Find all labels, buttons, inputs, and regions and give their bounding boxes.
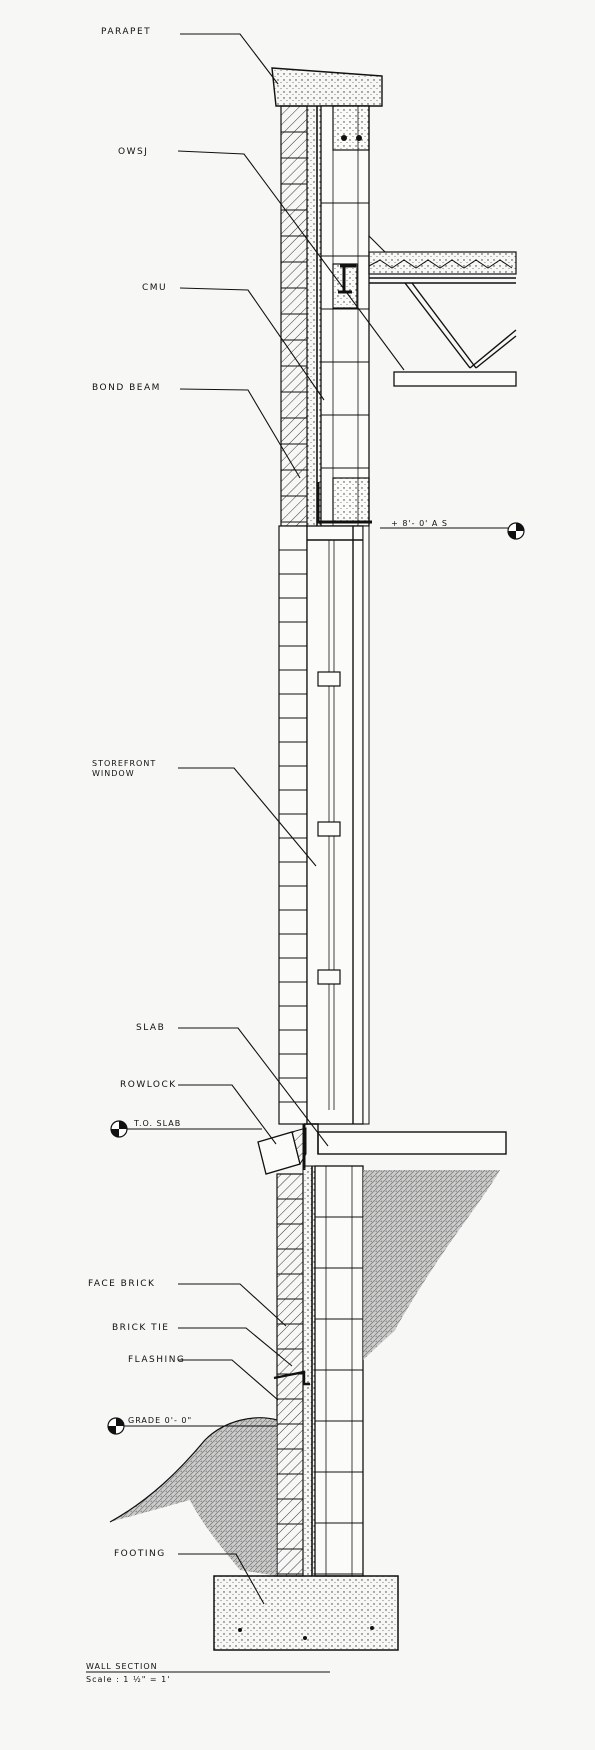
label-storefront-line1: STOREFRONT <box>92 759 156 768</box>
upper-face-brick <box>280 105 308 527</box>
label-owsj: OWSJ <box>118 147 148 157</box>
upper-cavity-insulation <box>306 105 322 527</box>
label-rowlock: ROWLOCK <box>120 1080 177 1090</box>
callout-slab: SLAB <box>136 1023 329 1147</box>
storefront-glazing-stops <box>317 671 341 985</box>
elevation-top-of-steel: + 8'- 0' A S <box>380 519 525 540</box>
callout-owsj: OWSJ <box>118 147 405 371</box>
elevation-grade: GRADE 0'- 0" <box>107 1416 277 1435</box>
elevation-to-slab: T.O. SLAB <box>110 1119 262 1138</box>
exterior-soil <box>109 1417 278 1576</box>
label-brick-tie: BRICK TIE <box>112 1323 169 1333</box>
label-bond-beam: BOND BEAM <box>92 383 161 393</box>
label-slab: SLAB <box>136 1023 165 1033</box>
footing <box>213 1575 399 1651</box>
storefront-zone <box>278 525 370 1125</box>
label-footing: FOOTING <box>114 1549 166 1559</box>
callout-flashing: FLASHING <box>128 1355 279 1401</box>
rowlock-course <box>257 1127 307 1175</box>
title-block: WALL SECTION Scale : 1 ½" = 1' <box>86 1662 330 1684</box>
lower-cmu-wall <box>314 1165 364 1577</box>
flashing-line <box>273 1370 310 1386</box>
drawing-title: WALL SECTION <box>86 1662 158 1671</box>
elev-top-of-steel-text: + 8'- 0' A S <box>391 519 448 528</box>
label-face-brick: FACE BRICK <box>88 1279 155 1289</box>
elev-to-slab-text: T.O. SLAB <box>133 1119 181 1128</box>
callout-rowlock: ROWLOCK <box>120 1080 277 1145</box>
callout-footing: FOOTING <box>114 1549 265 1605</box>
label-parapet: PARAPET <box>101 27 151 37</box>
label-cmu: CMU <box>142 283 167 293</box>
callout-storefront: STOREFRONT WINDOW <box>92 759 317 867</box>
bond-beam-top <box>332 105 370 151</box>
drawing-scale: Scale : 1 ½" = 1' <box>86 1675 170 1684</box>
callout-parapet: PARAPET <box>101 27 279 85</box>
label-flashing: FLASHING <box>128 1355 185 1365</box>
roof-deck <box>368 234 517 275</box>
elev-grade-text: GRADE 0'- 0" <box>128 1416 192 1425</box>
callout-bond-beam: BOND BEAM <box>92 383 301 479</box>
floor-slab <box>302 1123 507 1170</box>
callout-brick-tie: BRICK TIE <box>112 1323 293 1367</box>
upper-cmu-wall <box>320 105 370 527</box>
parapet <box>271 67 383 107</box>
owsj-joist <box>369 277 517 387</box>
label-storefront-line2: WINDOW <box>92 769 135 778</box>
interior-fill-soil <box>363 1170 500 1360</box>
bond-beam-lower <box>316 477 372 524</box>
callout-cmu: CMU <box>142 283 325 401</box>
callout-face-brick: FACE BRICK <box>88 1279 287 1327</box>
